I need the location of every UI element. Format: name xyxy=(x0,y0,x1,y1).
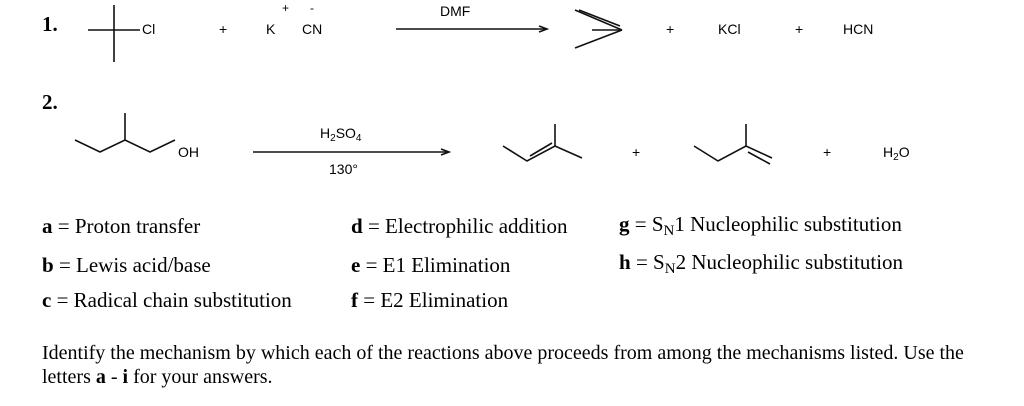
option-e: e = E1 Elimination xyxy=(351,253,511,277)
kcl-label: KCl xyxy=(718,21,741,37)
cyanide-label: CN xyxy=(302,21,323,37)
option-d: d = Electrophilic addition xyxy=(351,214,568,238)
temperature-label: 130° xyxy=(329,161,358,177)
double-bond-2 xyxy=(747,151,771,165)
plus-sign: + xyxy=(795,21,804,37)
hydroxyl-label: OH xyxy=(178,144,199,160)
arrowhead-2 xyxy=(440,148,452,156)
question-text: Identify the mechanism by which each of … xyxy=(42,342,964,388)
option-f: f = E2 Elimination xyxy=(351,288,509,312)
double-bond-upper xyxy=(574,9,623,31)
double-bond-lower xyxy=(574,29,623,49)
alkene-chain-2 xyxy=(693,145,773,162)
cation-charge: + xyxy=(282,1,290,15)
plus-sign: + xyxy=(823,144,832,160)
arrowhead-1 xyxy=(538,25,550,33)
option-c: c = Radical chain substitution xyxy=(42,288,292,312)
option-a: a = Proton transfer xyxy=(42,214,201,238)
chlorine-label: Cl xyxy=(142,21,156,37)
anion-charge: - xyxy=(310,1,314,15)
option-b: b = Lewis acid/base xyxy=(42,253,211,277)
carbon-chain xyxy=(74,139,176,153)
plus-sign: + xyxy=(632,144,641,160)
option-g: g = SN1 Nucleophilic substitution xyxy=(619,212,902,239)
double-bond-inner xyxy=(578,9,621,27)
reaction-1-number: 1. xyxy=(42,12,58,36)
potassium-label: K xyxy=(266,21,276,37)
double-bond-1 xyxy=(529,142,553,157)
solvent-label: DMF xyxy=(440,3,471,19)
reaction-2-number: 2. xyxy=(42,90,58,114)
plus-sign: + xyxy=(219,21,228,37)
water-label: H2O xyxy=(883,144,910,163)
option-h: h = SN2 Nucleophilic substitution xyxy=(619,250,904,277)
hcn-label: HCN xyxy=(843,21,874,37)
plus-sign: + xyxy=(666,21,675,37)
sulfuric-acid-label: H2SO4 xyxy=(320,125,362,144)
alkene-chain-1 xyxy=(502,145,583,162)
